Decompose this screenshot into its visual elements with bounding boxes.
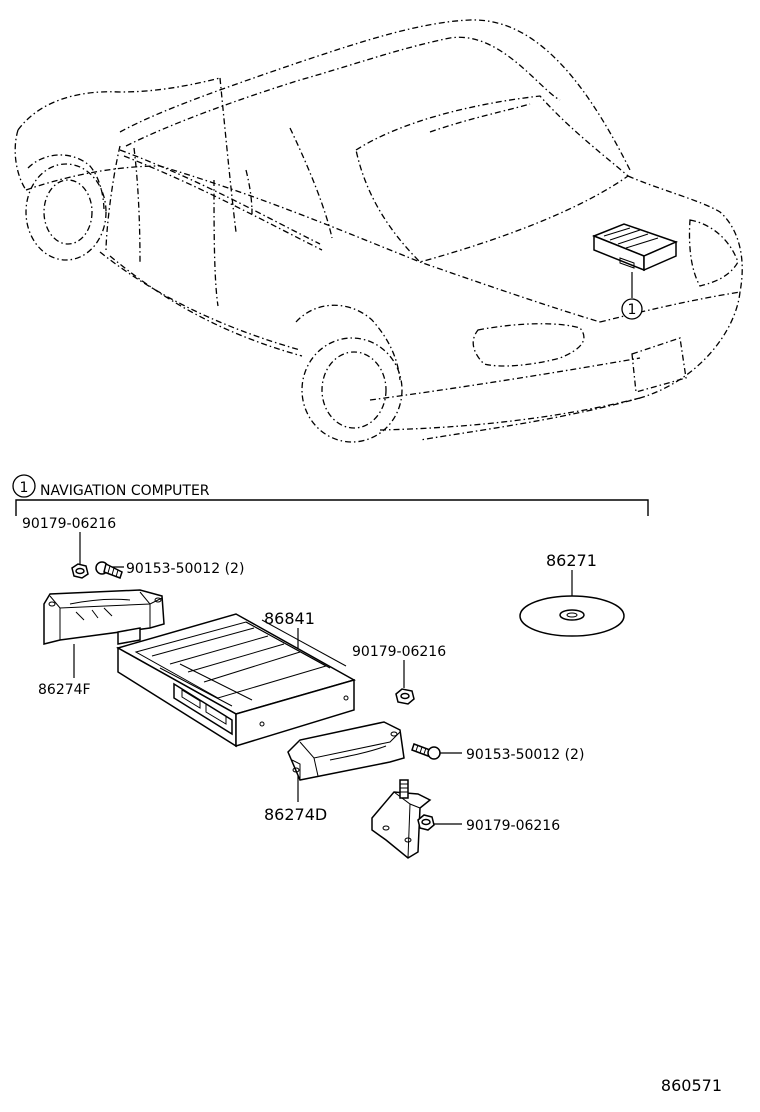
- label-bracket-right: 86274D: [264, 805, 327, 824]
- label-nut-right: 90179-06216: [352, 644, 446, 660]
- section-bracket-line: [15, 499, 649, 516]
- bracket-left-part: [43, 589, 165, 645]
- section-header: 1 NAVIGATION COMPUTER: [12, 474, 210, 499]
- label-disc: 86271: [546, 551, 597, 570]
- callout-1-number: 1: [628, 302, 637, 318]
- callout-1-badge: 1: [621, 298, 643, 320]
- nut-icon-bottom: [417, 814, 435, 831]
- label-bracket-left: 86274F: [38, 682, 91, 698]
- bracket-lower-part: [371, 779, 432, 859]
- bolt-icon-right: [411, 743, 441, 760]
- car-outline-illustration: [14, 19, 743, 443]
- section-number: 1: [20, 480, 29, 496]
- navigation-computer-location-icon: [591, 223, 679, 272]
- illustration-code: 860571: [661, 1076, 722, 1095]
- label-bolt-right: 90153-50012 (2): [466, 747, 584, 763]
- bolt-icon-top: [95, 561, 123, 579]
- label-nut-bottom: 90179-06216: [466, 818, 560, 834]
- label-bolt-top: 90153-50012 (2): [126, 561, 244, 577]
- bracket-right-part: [287, 721, 405, 781]
- nut-icon-top: [71, 563, 89, 579]
- nut-icon-right: [395, 688, 415, 705]
- label-computer: 86841: [264, 609, 315, 628]
- cd-rom-disc-part: [519, 595, 625, 637]
- section-title: NAVIGATION COMPUTER: [40, 483, 210, 499]
- navigation-computer-part: [116, 613, 356, 748]
- label-nut-top: 90179-06216: [22, 516, 116, 532]
